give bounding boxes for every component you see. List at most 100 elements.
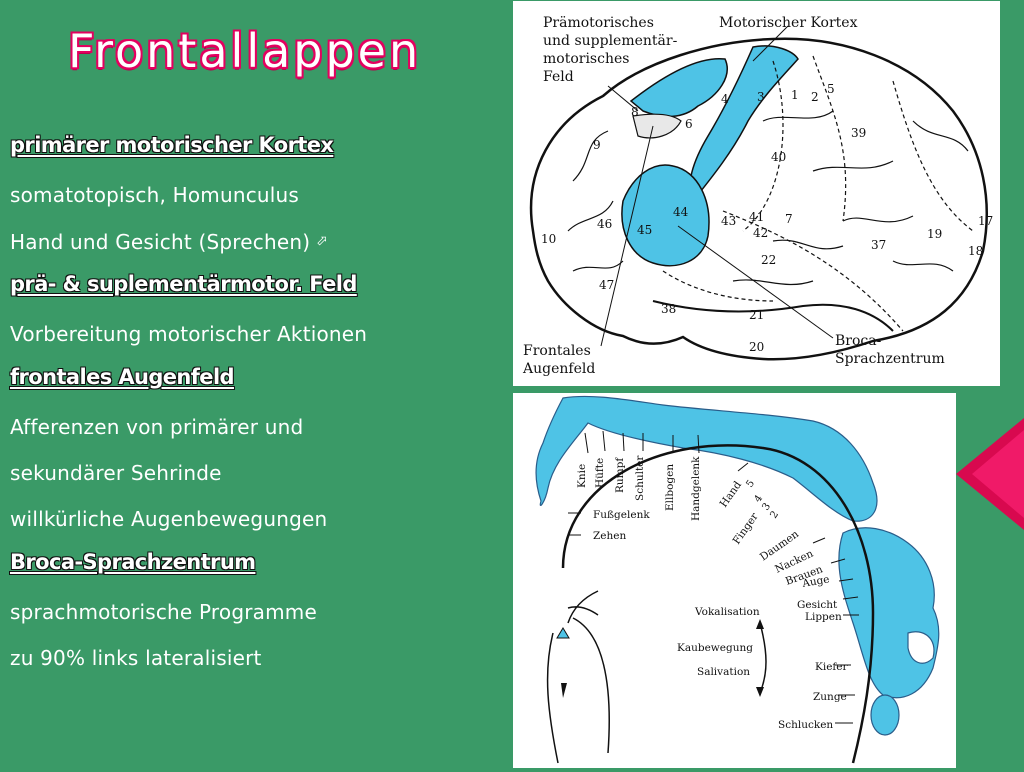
label-motor-cortex: Motorischer Kortex	[719, 15, 858, 31]
content-column: primärer motorischer Kortex somatotopisc…	[10, 126, 500, 682]
double-arrow	[759, 622, 767, 694]
area-6: 6	[685, 117, 693, 131]
area-4: 4	[721, 92, 729, 106]
label-ellbogen: Ellbogen	[664, 464, 676, 511]
label-schulter: Schulter	[634, 455, 646, 501]
frontal-eye-field-highlight	[632, 113, 682, 139]
area-2: 2	[811, 90, 819, 104]
label-frontal-eye-1: Frontales	[523, 343, 591, 359]
label-hand: Hand	[718, 479, 745, 510]
area-1: 1	[791, 88, 799, 102]
cortex-arc	[561, 444, 875, 764]
label-finger-5: 5	[744, 478, 757, 490]
brain-diagram: Prämotorisches und supplementär- motoris…	[513, 1, 1000, 386]
text-eye-movements: willkürliche Augenbewegungen	[10, 507, 328, 531]
area-9: 9	[593, 138, 601, 152]
label-schlucken: Schlucken	[778, 719, 833, 731]
brain-illustration: Prämotorisches und supplementär- motoris…	[522, 15, 993, 377]
frontal-eye-pointer	[600, 125, 654, 347]
label-knie: Knie	[576, 464, 588, 488]
area-43: 43	[721, 214, 736, 228]
text-preparation: Vorbereitung motorischer Aktionen	[10, 322, 368, 346]
area-44: 44	[673, 205, 689, 219]
label-auge: Auge	[800, 573, 830, 590]
text-speech-programs: sprachmotorische Programme	[10, 600, 317, 624]
double-arrow-head-top	[756, 619, 764, 629]
label-finger-4: 4	[752, 493, 765, 505]
area-19: 19	[927, 227, 942, 241]
label-finger-2: 2	[768, 509, 781, 521]
label-kaubewegung: Kaubewegung	[677, 642, 753, 654]
label-huefte: Hüfte	[594, 458, 606, 488]
text-visual-cortex: sekundärer Sehrinde	[10, 461, 222, 485]
homunculus-mouth	[907, 631, 935, 664]
area-7: 7	[785, 212, 793, 226]
broca-highlight	[621, 164, 710, 267]
area-37: 37	[871, 238, 886, 252]
label-premotor-2: und supplementär-	[543, 33, 678, 49]
small-marker	[556, 627, 570, 639]
area-10: 10	[541, 232, 556, 246]
heading-primary-motor-cortex: primärer motorischer Kortex	[10, 133, 334, 157]
label-premotor-4: Feld	[543, 69, 574, 85]
label-gesicht: Gesicht	[797, 599, 838, 611]
area-5: 5	[827, 82, 835, 96]
area-18: 18	[968, 244, 983, 258]
ventricle-mark	[561, 683, 567, 698]
homunculus-body	[535, 395, 878, 522]
label-broca-1: Broca-	[835, 333, 882, 349]
inner-structures	[546, 617, 610, 764]
medial-cortex	[567, 590, 599, 624]
area-40: 40	[771, 150, 786, 164]
homunculus-face	[838, 527, 940, 699]
area-22: 22	[761, 253, 776, 267]
area-41: 41	[749, 210, 764, 224]
heading-broca-area: Broca-Sprachzentrum	[10, 550, 256, 574]
temporal-contour	[652, 300, 894, 332]
area-45: 45	[637, 223, 652, 237]
homunculus-illustration: Knie Hüfte Rumpf Schulter Ellbogen Handg…	[535, 395, 940, 764]
label-finger: Finger	[731, 510, 762, 547]
area-21: 21	[749, 308, 764, 322]
label-premotor-3: motorisches	[543, 51, 629, 67]
premotor-pointer	[607, 85, 639, 112]
motor-pointer	[752, 25, 789, 62]
broca-pointer	[677, 225, 834, 339]
label-zehen: Zehen	[593, 530, 626, 542]
label-finger-3: 3	[760, 501, 773, 513]
homunculus-tongue	[870, 694, 900, 736]
label-premotor-1: Prämotorisches	[543, 15, 654, 31]
link-arrow-icon[interactable]: ⬀	[316, 233, 329, 249]
area-17: 17	[978, 214, 993, 228]
label-kiefer: Kiefer	[815, 661, 849, 673]
homunculus-diagram: Knie Hüfte Rumpf Schulter Ellbogen Handg…	[513, 393, 956, 768]
area-38: 38	[661, 302, 676, 316]
label-zunge: Zunge	[813, 691, 847, 703]
area-8: 8	[631, 105, 639, 119]
label-rumpf: Rumpf	[614, 457, 626, 493]
double-arrow-head-bottom	[756, 687, 764, 697]
area-46: 46	[597, 217, 612, 231]
area-42: 42	[753, 226, 768, 240]
label-fussgelenk: Fußgelenk	[593, 509, 650, 521]
area-20: 20	[749, 340, 764, 354]
slide-title: Frontallappen	[68, 24, 422, 78]
label-vokalisation: Vokalisation	[694, 606, 760, 618]
gyri-lines	[567, 110, 969, 286]
text-somatotopic: somatotopisch, Homunculus	[10, 183, 300, 207]
text-lateralized: zu 90% links lateralisiert	[10, 646, 262, 670]
label-handgelenk: Handgelenk	[690, 456, 702, 521]
label-salivation: Salivation	[697, 666, 750, 678]
text-hand-face: Hand und Gesicht (Sprechen) ⬀	[10, 219, 500, 265]
area-39: 39	[851, 126, 866, 140]
text-afferents: Afferenzen von primärer und	[10, 415, 304, 439]
label-frontal-eye-2: Augenfeld	[522, 361, 595, 377]
label-lippen: Lippen	[805, 611, 842, 623]
text-hand-face-label: Hand und Gesicht (Sprechen)	[10, 230, 311, 254]
heading-premotor-field: prä- & suplementärmotor. Feld	[10, 272, 357, 296]
label-ticks	[568, 430, 859, 724]
motor-cortex-highlight	[689, 45, 799, 203]
area-3: 3	[757, 90, 765, 104]
decorative-triangle-highlight	[972, 430, 1024, 518]
label-broca-2: Sprachzentrum	[835, 351, 945, 367]
